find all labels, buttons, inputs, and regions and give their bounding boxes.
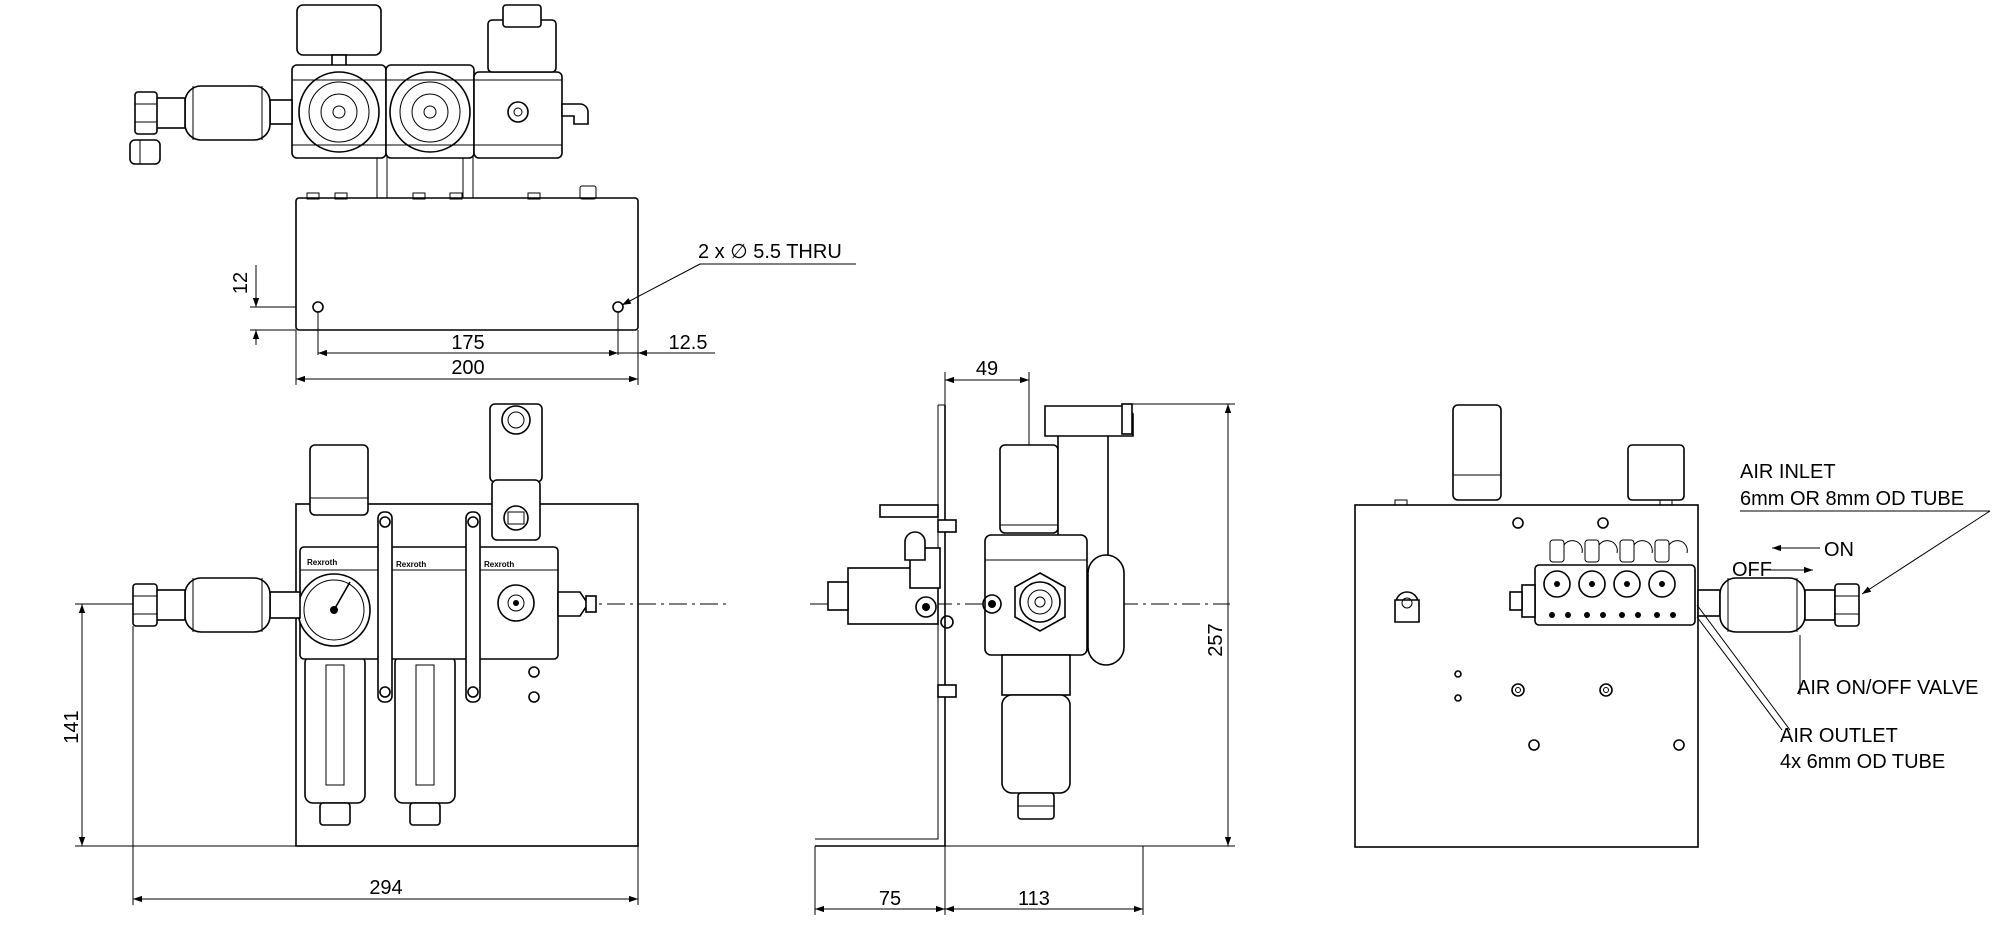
mount-hole-left	[312, 301, 324, 313]
brand-label-2: Rexroth	[396, 560, 426, 569]
dim-hole-edge: 12.5	[669, 332, 708, 354]
dim-base-right: 113	[1018, 888, 1050, 910]
brand-label-1: Rexroth	[307, 558, 337, 567]
label-on: ON	[1824, 539, 1854, 561]
label-off: OFF	[1732, 559, 1772, 581]
dim-overall-height: 257	[1205, 623, 1227, 656]
note-valve: AIR ON/OFF VALVE	[1797, 677, 1979, 699]
dim-overall-width: 294	[369, 877, 402, 899]
front-view: Rexroth Rexroth Rexroth	[61, 403, 730, 905]
rear-view: ON OFF AIR INLET 6mm OR 8mm OD TUBE AIR …	[1354, 404, 1991, 848]
top-view: 12 175 12.5 200 2 x ∅ 5.5 THRU	[129, 4, 856, 385]
brand-label-3: Rexroth	[484, 560, 514, 569]
note-air-inlet-1: AIR INLET	[1740, 461, 1836, 483]
note-outlet-1: AIR OUTLET	[1780, 725, 1898, 747]
dim-hole-pitch: 175	[451, 332, 484, 354]
dim-plate-width: 200	[451, 357, 484, 379]
dim-bracket-offset: 49	[976, 358, 998, 380]
dim-centre-height: 141	[61, 710, 83, 743]
side-view: 49 257 75 113	[810, 358, 1235, 915]
note-holes: 2 x ∅ 5.5 THRU	[698, 241, 842, 263]
note-outlet-2: 4x 6mm OD TUBE	[1780, 751, 1945, 773]
dim-hole-offset: 12	[230, 272, 252, 294]
mount-hole-right	[612, 301, 624, 313]
dim-base-left: 75	[879, 888, 901, 910]
note-air-inlet-2: 6mm OR 8mm OD TUBE	[1740, 488, 1964, 510]
